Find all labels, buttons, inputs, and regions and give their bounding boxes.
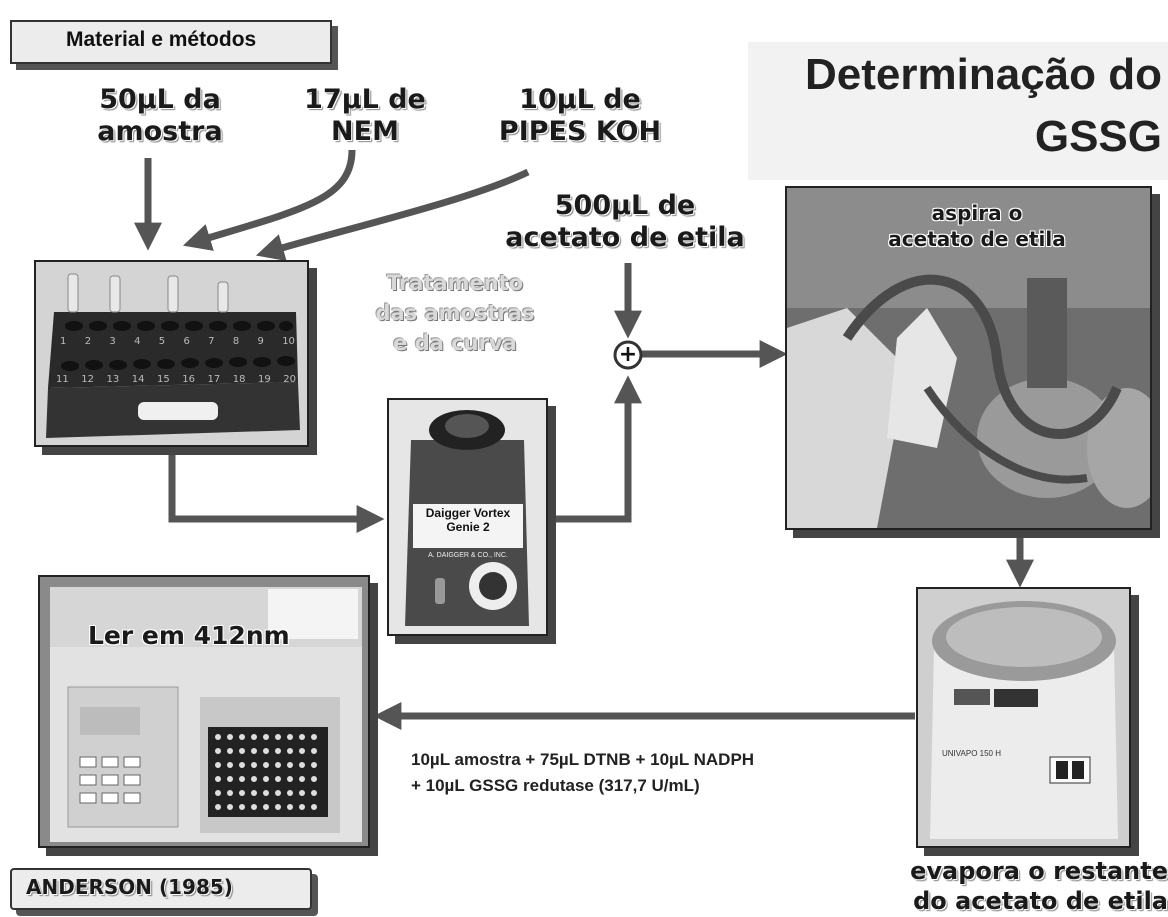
photo-plate-reader: Ler em 412nm [38, 575, 370, 848]
treatment-label: Tratamento das amostras e da curva [375, 271, 535, 355]
title-block: Determinação do GSSG [748, 42, 1168, 180]
aspiration-image [787, 188, 1150, 528]
reaction-mix: 10µL amostra + 75µL DTNB + 10µL NADPH + … [411, 750, 755, 795]
photo-vortex-mixer: Daigger Vortex Genie 2 A. DAIGGER & CO.,… [387, 398, 548, 636]
page-title: Determinação do [805, 50, 1162, 99]
reagent-pipes: 10µL de PIPES KOH [498, 84, 662, 147]
aspirate-label: aspira o acetato de etila [888, 201, 1066, 251]
arrow-rack-to-vortex [168, 448, 385, 533]
reagent-sample: 50µL da amostra [97, 84, 223, 147]
arrow-vortex-to-junction [548, 375, 642, 523]
reagent-nem: 17µL de NEM [304, 84, 426, 147]
photo-aspiration: aspira o acetato de etila [785, 186, 1152, 530]
section-label-text: Material e métodos [66, 28, 257, 51]
vortex-brand: Daigger Vortex Genie 2 [425, 506, 511, 534]
section-label: Material e métodos [10, 20, 332, 64]
junction-node [613, 340, 643, 370]
plate-reader-image [40, 577, 368, 846]
photo-evaporator: UNIVAPO 150 H [916, 587, 1131, 848]
reference-box: ANDERSON (1985) [10, 868, 312, 910]
evaporator-brand: UNIVAPO 150 H [942, 749, 1001, 758]
reader-label: Ler em 412nm [88, 621, 290, 650]
arrow-nem-to-rack [182, 149, 356, 251]
arrow-pipes-to-rack [255, 168, 530, 262]
evaporator-image [918, 589, 1129, 846]
junction-symbol: + [618, 342, 638, 367]
evaporate-caption: evapora o restante do acetato de etila [910, 857, 1168, 915]
ethyl-acetate-label: 500µL de acetato de etila [505, 190, 745, 253]
vortex-image [389, 400, 546, 634]
vortex-maker: A. DAIGGER & CO., INC. [428, 552, 508, 559]
page-title-sub: GSSG [1034, 112, 1162, 161]
reference-text: ANDERSON (1985) [26, 875, 233, 899]
tube-rack-image [36, 262, 307, 445]
